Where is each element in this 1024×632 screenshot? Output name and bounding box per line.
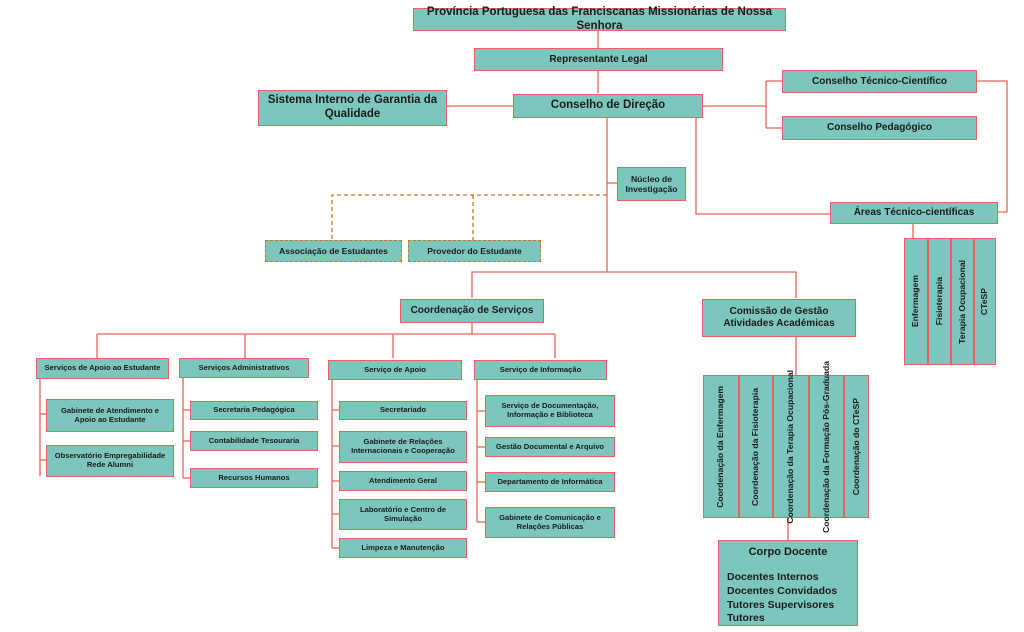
service-item: Gabinete de Relações Internacionais e Co… <box>339 431 467 463</box>
conselho-tecnico-box: Conselho Técnico-Científico <box>782 70 977 93</box>
conselho-direcao-box: Conselho de Direção <box>513 94 703 118</box>
servico-apoio-title: Serviço de Apoio <box>364 364 426 374</box>
docente-item: Tutores Supervisores <box>727 598 835 611</box>
area-col-label: Fisioterapia <box>933 277 944 326</box>
area-col-label: CTeSP <box>979 287 990 316</box>
docente-item: Tutores <box>727 612 765 625</box>
area-col-terapia: Terapia Ocupacional <box>951 238 974 365</box>
area-col-enfermagem: Enfermagem <box>904 238 928 365</box>
comissao-col-label: Coordenação da Fisioterapia <box>750 387 761 506</box>
comissao-col-terapia: Coordenação da Terapia Ocupacional <box>773 370 809 523</box>
service-item-label: Secretaria Pedagógica <box>213 405 295 415</box>
service-item: Atendimento Geral <box>339 471 467 491</box>
service-item-label: Limpeza e Manutenção <box>361 542 445 552</box>
area-col-ctesp: CTeSP <box>974 238 996 365</box>
docente-item: Docentes Convidados <box>727 584 838 597</box>
service-item-label: Atendimento Geral <box>369 475 437 485</box>
comissao-col-ctesp: Coordenação do CTeSP <box>844 375 869 518</box>
comissao-box: Comissão de Gestão Atividades Académicas <box>702 299 856 337</box>
apoio-estudante-header: Serviços de Apoio ao Estudante <box>36 358 169 379</box>
associacao-box: Associação de Estudantes <box>265 240 402 262</box>
comissao-col-label: Coordenação da Formação Pós-Graduada <box>820 360 831 533</box>
servico-informacao-header: Serviço de Informação <box>474 360 607 380</box>
service-item-label: Gabinete de Relações Internacionais e Co… <box>351 437 455 455</box>
service-item: Contabilidade Tesouraria <box>190 431 318 451</box>
representante-label: Representante Legal <box>549 53 648 65</box>
service-item: Gabinete de Atendimento e Apoio ao Estud… <box>46 399 174 432</box>
nucleo-box: Núcleo de Investigação <box>617 167 686 201</box>
service-item-label: Departamento de Informática <box>497 476 603 486</box>
service-item-label: Contabilidade Tesouraria <box>208 435 300 445</box>
service-item: Secretariado <box>339 401 467 420</box>
service-item: Serviço de Documentação, Informação e Bi… <box>485 395 615 427</box>
service-item-label: Secretariado <box>379 405 426 415</box>
comissao-col-enfermagem: Coordenação da Enfermagem <box>703 375 739 518</box>
conselho-pedagogico-box: Conselho Pedagógico <box>782 116 977 140</box>
comissao-col-label: Coordenação da Enfermagem <box>715 385 726 508</box>
sistema-qualidade-box: Sistema Interno de Garantia da Qualidade <box>258 90 447 126</box>
nucleo-label: Núcleo de Investigação <box>625 173 678 194</box>
provedor-label: Provedor do Estudante <box>427 245 522 256</box>
areas-label: Áreas Técnico-científicas <box>853 207 975 219</box>
service-item: Departamento de Informática <box>485 472 615 492</box>
service-item-label: Laboratório e Centro de Simulação <box>359 504 447 523</box>
apoio-estudante-title: Serviços de Apoio ao Estudante <box>44 363 161 373</box>
service-item-label: Recursos Humanos <box>218 472 290 482</box>
service-item: Recursos Humanos <box>190 468 318 488</box>
service-item-label: Gabinete de Comunicação e Relações Públi… <box>499 512 601 531</box>
service-item: Laboratório e Centro de Simulação <box>339 499 467 530</box>
area-col-fisioterapia: Fisioterapia <box>928 238 951 365</box>
service-item-label: Gabinete de Atendimento e Apoio ao Estud… <box>60 405 160 424</box>
conselho-pedagogico-label: Conselho Pedagógico <box>826 122 932 134</box>
service-item: Observatório Empregabilidade Rede Alumni <box>46 445 174 477</box>
service-item-label: Gestão Documental e Arquivo <box>495 441 605 451</box>
corpo-docente-box: Corpo Docente Docentes Internos Docentes… <box>718 540 858 626</box>
provincia-box: Província Portuguesa das Franciscanas Mi… <box>413 5 786 32</box>
service-item: Secretaria Pedagógica <box>190 401 318 420</box>
comissao-label: Comissão de Gestão Atividades Académicas <box>723 306 835 329</box>
service-item-label: Serviço de Documentação, Informação e Bi… <box>501 401 599 419</box>
service-item: Limpeza e Manutenção <box>339 538 467 558</box>
corpo-docente-title: Corpo Docente <box>748 546 828 558</box>
service-item: Gestão Documental e Arquivo <box>485 437 615 457</box>
area-col-label: Terapia Ocupacional <box>956 259 967 344</box>
representante-box: Representante Legal <box>474 48 723 71</box>
sistema-qualidade-label: Sistema Interno de Garantia da Qualidade <box>267 94 438 120</box>
administrativos-title: Serviços Administrativos <box>198 362 290 372</box>
associacao-label: Associação de Estudantes <box>279 245 388 256</box>
coord-servicos-box: Coordenação de Serviços <box>400 299 544 323</box>
comissao-col-label: Coordenação da Terapia Ocupacional <box>785 369 796 524</box>
provedor-box: Provedor do Estudante <box>408 240 541 262</box>
administrativos-header: Serviços Administrativos <box>179 358 309 378</box>
conselho-direcao-label: Conselho de Direção <box>550 99 666 112</box>
comissao-col-posgraduada: Coordenação da Formação Pós-Graduada <box>809 361 844 532</box>
area-col-label: Enfermagem <box>910 275 921 328</box>
service-item: Gabinete de Comunicação e Relações Públi… <box>485 507 615 538</box>
servico-informacao-title: Serviço de Informação <box>499 364 582 374</box>
docente-item: Docentes Internos <box>727 571 819 584</box>
areas-box: Áreas Técnico-científicas <box>830 202 998 224</box>
comissao-col-fisioterapia: Coordenação da Fisioterapia <box>739 375 773 518</box>
provincia-label: Província Portuguesa das Franciscanas Mi… <box>426 5 773 32</box>
conselho-tecnico-label: Conselho Técnico-Científico <box>811 75 947 87</box>
coord-servicos-label: Coordenação de Serviços <box>410 305 534 317</box>
service-item-label: Observatório Empregabilidade Rede Alumni <box>54 451 166 469</box>
servico-apoio-header: Serviço de Apoio <box>328 360 462 380</box>
comissao-col-label: Coordenação do CTeSP <box>850 397 861 496</box>
